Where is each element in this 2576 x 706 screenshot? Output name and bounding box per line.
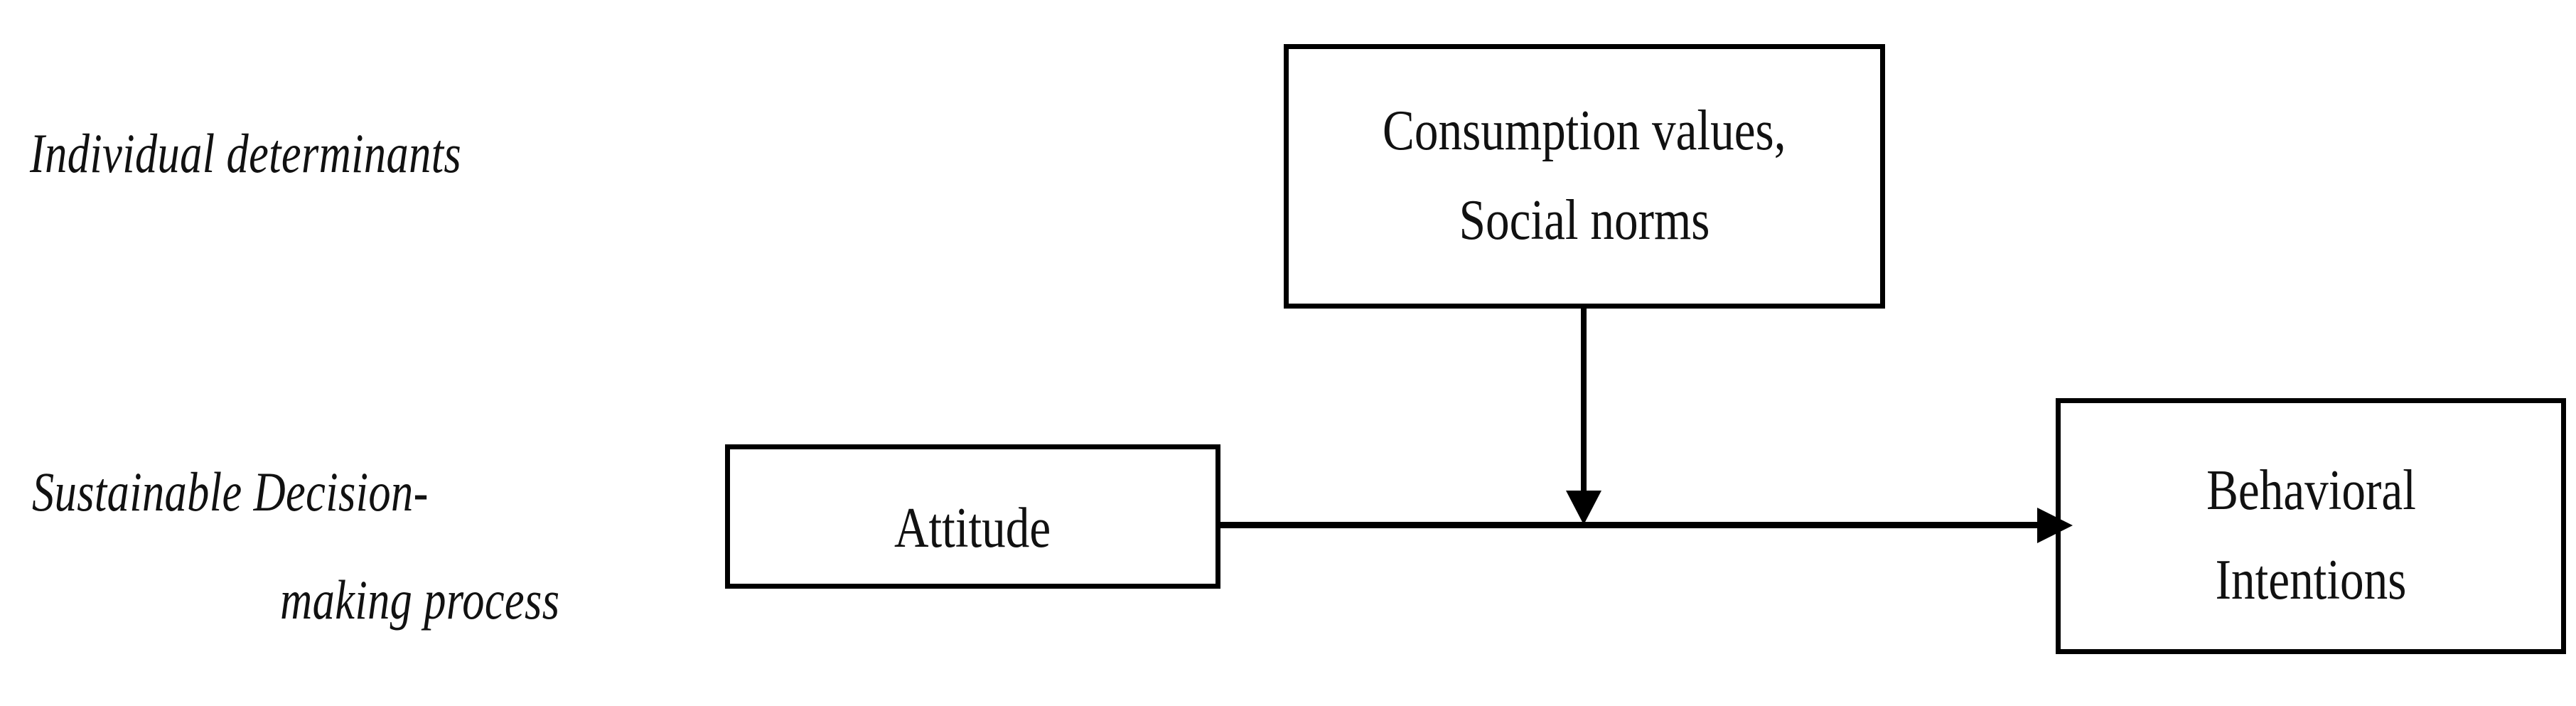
node-attitude-label: Attitude [894,497,1051,560]
connector-consumption-values-to-path-line [1581,309,1587,492]
node-behavioral-intentions-line-1: Behavioral [2206,459,2416,522]
node-consumption-values-social-norms[interactable]: Consumption values, Social norms [1284,44,1885,309]
arrowhead-right-icon [2037,508,2073,543]
row-label-sustainable-line-2: making process [280,569,560,631]
row-label-sustainable-line-1: Sustainable Decision- [32,461,429,523]
connector-attitude-to-behavioral-intentions-line [1220,522,2040,528]
node-behavioral-intentions[interactable]: Behavioral Intentions [2056,398,2566,654]
node-consumption-values-line-2: Social norms [1459,189,1710,252]
row-label-sustainable-decision-making-process: Sustainable Decision- making process [32,438,589,654]
node-consumption-values-line-1: Consumption values, [1383,100,1786,162]
node-attitude[interactable]: Attitude [725,444,1220,589]
arrowhead-down-icon [1566,491,1601,525]
row-label-individual-determinants: Individual determinants [30,122,462,184]
node-behavioral-intentions-line-2: Intentions [2215,549,2407,612]
